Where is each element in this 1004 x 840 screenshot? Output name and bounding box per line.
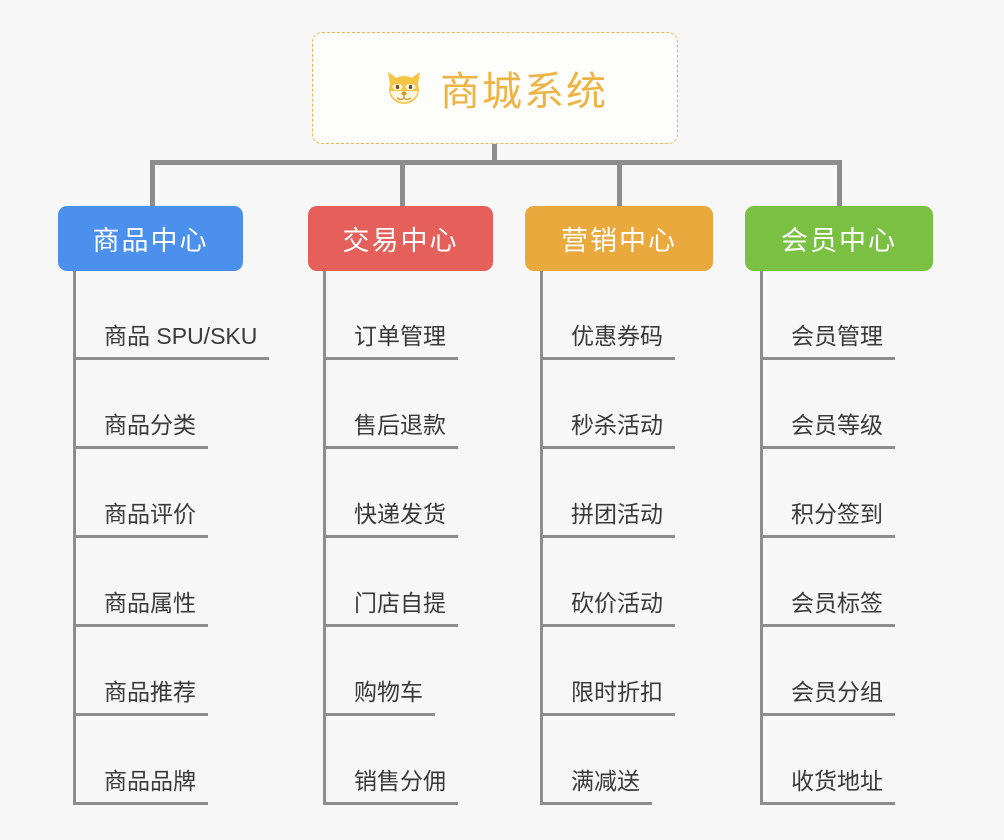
list-item-label: 会员分组 [779, 673, 895, 716]
list-item[interactable]: 售后退款 [326, 360, 493, 449]
branch-items-4: 会员管理 会员等级 积分签到 会员标签 会员分组 收货地址 [760, 271, 933, 805]
list-item[interactable]: 商品 SPU/SKU [76, 271, 270, 360]
list-item[interactable]: 订单管理 [326, 271, 493, 360]
branch-items-3: 优惠券码 秒杀活动 拼团活动 砍价活动 限时折扣 满减送 [540, 271, 713, 805]
list-item-label: 购物车 [342, 673, 435, 716]
list-item[interactable]: 拼团活动 [543, 449, 713, 538]
list-item-label: 商品 SPU/SKU [92, 317, 270, 360]
list-item-label: 订单管理 [342, 317, 458, 360]
list-item-label: 收货地址 [779, 762, 895, 805]
list-item[interactable]: 砍价活动 [543, 538, 713, 627]
list-item-label: 会员管理 [779, 317, 895, 360]
branch-header-会员中心[interactable]: 会员中心 [745, 206, 933, 271]
list-item[interactable]: 会员管理 [763, 271, 933, 360]
list-item-label: 积分签到 [779, 495, 895, 538]
list-item[interactable]: 满减送 [543, 716, 713, 805]
list-item[interactable]: 门店自提 [326, 538, 493, 627]
list-item[interactable]: 收货地址 [763, 716, 933, 805]
list-item-label: 商品属性 [92, 584, 208, 627]
list-item-label: 砍价活动 [559, 584, 675, 627]
connector-horizontal-bus [150, 160, 842, 165]
list-item-label: 会员等级 [779, 406, 895, 449]
list-item-label: 拼团活动 [559, 495, 675, 538]
list-item[interactable]: 优惠券码 [543, 271, 713, 360]
connector-drop-2 [400, 160, 405, 206]
list-item-label: 售后退款 [342, 406, 458, 449]
connector-drop-3 [617, 160, 622, 206]
branch-items-2: 订单管理 售后退款 快递发货 门店自提 购物车 销售分佣 [323, 271, 493, 805]
branch-column-4: 会员中心 会员管理 会员等级 积分签到 会员标签 会员分组 收货地址 [745, 206, 933, 805]
list-item-label: 商品推荐 [92, 673, 208, 716]
list-item[interactable]: 秒杀活动 [543, 360, 713, 449]
list-item-label: 秒杀活动 [559, 406, 675, 449]
list-item[interactable]: 商品品牌 [76, 716, 269, 805]
list-item-label: 门店自提 [342, 584, 458, 627]
list-item-label: 商品品牌 [92, 762, 208, 805]
list-item[interactable]: 快递发货 [326, 449, 493, 538]
root-title: 商城系统 [440, 70, 608, 114]
list-item-label: 优惠券码 [559, 317, 675, 360]
list-item-label: 满减送 [559, 762, 652, 805]
list-item[interactable]: 销售分佣 [326, 716, 493, 805]
branch-header-交易中心[interactable]: 交易中心 [308, 206, 493, 271]
list-item[interactable]: 商品分类 [76, 360, 269, 449]
list-item[interactable]: 会员等级 [763, 360, 933, 449]
branch-header-商品中心[interactable]: 商品中心 [58, 206, 243, 271]
connector-drop-1 [150, 160, 155, 206]
list-item[interactable]: 商品属性 [76, 538, 269, 627]
list-item[interactable]: 商品评价 [76, 449, 269, 538]
list-item-label: 限时折扣 [559, 673, 675, 716]
list-item-label: 快递发货 [342, 495, 458, 538]
list-item-label: 销售分佣 [342, 762, 458, 805]
list-item[interactable]: 限时折扣 [543, 627, 713, 716]
root-node[interactable]: 商城系统 [312, 32, 678, 144]
list-item-label: 商品评价 [92, 495, 208, 538]
branch-column-2: 交易中心 订单管理 售后退款 快递发货 门店自提 购物车 销售分佣 [308, 206, 493, 805]
list-item[interactable]: 会员分组 [763, 627, 933, 716]
list-item[interactable]: 购物车 [326, 627, 493, 716]
dog-face-icon [382, 66, 426, 110]
connector-drop-4 [837, 160, 842, 206]
branch-items-1: 商品 SPU/SKU 商品分类 商品评价 商品属性 商品推荐 商品品牌 [73, 271, 270, 805]
branch-column-3: 营销中心 优惠券码 秒杀活动 拼团活动 砍价活动 限时折扣 满减送 [525, 206, 713, 805]
list-item[interactable]: 会员标签 [763, 538, 933, 627]
list-item[interactable]: 积分签到 [763, 449, 933, 538]
list-item[interactable]: 商品推荐 [76, 627, 269, 716]
list-item-label: 商品分类 [92, 406, 208, 449]
branch-header-营销中心[interactable]: 营销中心 [525, 206, 713, 271]
list-item-label: 会员标签 [779, 584, 895, 627]
connector-root-stem [492, 144, 497, 162]
branch-column-1: 商品中心 商品 SPU/SKU 商品分类 商品评价 商品属性 商品推荐 商品品牌 [58, 206, 270, 805]
